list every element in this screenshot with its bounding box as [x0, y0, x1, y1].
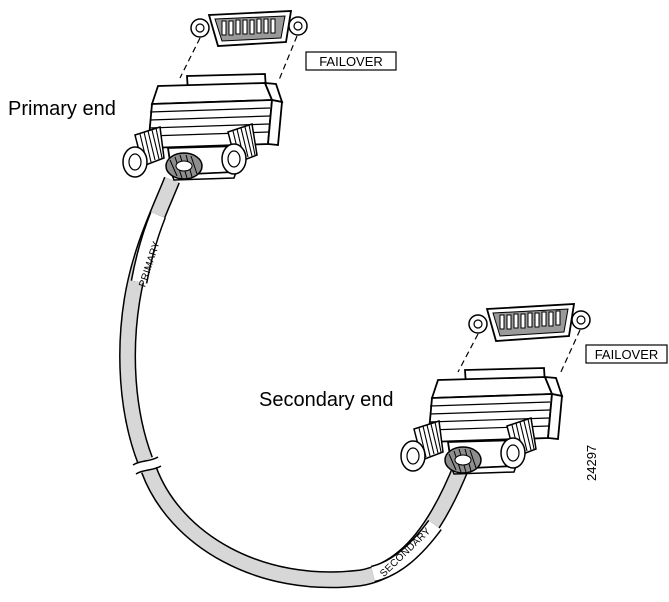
- secondary-failover-tag-text: FAILOVER: [595, 347, 659, 362]
- cable-break-mark-2: [135, 465, 162, 475]
- cable-lower-outline: [141, 461, 470, 589]
- cable-upper-fill: [120, 177, 179, 463]
- primary-thumbscrew-left: [122, 126, 165, 178]
- primary-thumbscrew-right: [221, 123, 258, 175]
- secondary-strain-relief: [444, 446, 482, 474]
- primary-failover-tag-text: FAILOVER: [319, 54, 383, 69]
- cable-lower-fill: [142, 462, 469, 587]
- secondary-end-label: Secondary end: [259, 389, 394, 411]
- secondary-band-text: SECONDARY: [378, 526, 433, 580]
- cable: PRIMARY SECONDARY: [119, 176, 470, 589]
- primary-failover-tag: FAILOVER: [305, 51, 397, 71]
- secondary-dash-right: [559, 329, 581, 375]
- primary-dash-left: [179, 37, 201, 79]
- secondary-pin-face: [468, 303, 591, 342]
- secondary-band: SECONDARY: [370, 519, 442, 583]
- cable-break-mark-1: [132, 456, 159, 466]
- primary-pin-face: [190, 10, 308, 47]
- primary-band: PRIMARY: [130, 211, 166, 289]
- primary-end-label: Primary end: [8, 98, 116, 120]
- primary-connector: FAILOVER: [122, 10, 397, 181]
- secondary-failover-tag: FAILOVER: [585, 344, 668, 364]
- secondary-dash-left: [457, 333, 479, 373]
- primary-strain-relief: [165, 152, 203, 180]
- primary-dash-right: [278, 35, 298, 81]
- secondary-thumbscrew-right: [500, 417, 537, 469]
- secondary-thumbscrew-left: [400, 420, 444, 472]
- secondary-connector: FAILOVER: [400, 303, 668, 475]
- figure-number: 24297: [584, 445, 599, 481]
